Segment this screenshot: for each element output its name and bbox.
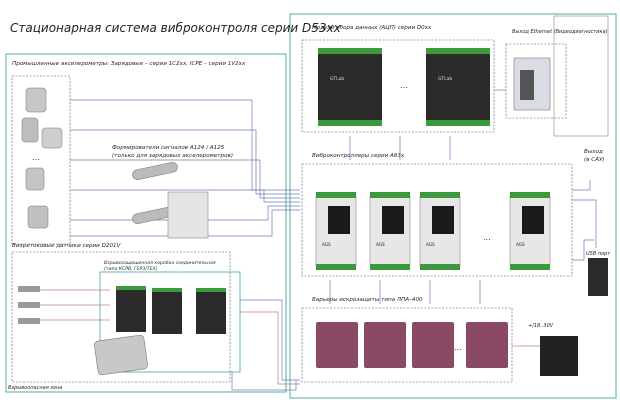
- accelerometer-2: [21, 117, 39, 143]
- accelerometer-3: [41, 127, 63, 149]
- accelerometer-1: [25, 87, 47, 113]
- ethernet-out-label: Выход Ethernet (Видеодиагностика): [512, 29, 608, 35]
- ellipsis-barriers: ...: [454, 343, 462, 352]
- adc-modules: GTLab GTLab ...: [318, 48, 490, 126]
- barriers-label: Барьеры искрозащиты типа ЛПА–400: [312, 297, 423, 303]
- signal-conditioners-label: Формирователи сигналов А124 / А125: [112, 145, 225, 151]
- distribution-box: [167, 191, 209, 239]
- power-label: +/18..30V: [528, 323, 554, 329]
- diagram-title: Стационарная система виброконтроля серии…: [10, 21, 341, 35]
- proximitor-modules: [116, 286, 226, 334]
- barriers: ...: [316, 322, 508, 368]
- controller-tag-3: AGS: [426, 242, 435, 247]
- adc-brand-2: GTLab: [438, 76, 452, 82]
- junction-zone-frame: [99, 271, 241, 373]
- controller-tag-2: AGS: [376, 242, 385, 247]
- adc-modules-label: Модули сбора данных (АЦП) серии D0хх: [312, 25, 432, 31]
- vibration-controllers: AGS AGS AGS AGS ...: [315, 192, 551, 270]
- controller-tag-4: AGS: [516, 242, 525, 247]
- eddy-current-probes: [18, 286, 148, 376]
- signal-conditioners: [132, 162, 209, 239]
- eddy-current-label: Вихретоковые датчики серии D201V: [12, 243, 121, 249]
- adc-brand-1: GTLab: [330, 76, 344, 82]
- explosion-zone-label: Взрывоопасная зона: [8, 385, 63, 391]
- ellipsis-adc: ...: [400, 81, 408, 90]
- accelerometer-sensors: ...: [21, 87, 63, 229]
- output-label: Выход: [584, 149, 603, 155]
- junction-box-label: Взрывозащищенная коробка соединительная: [104, 261, 216, 266]
- junction-box-note: (типа КСРВ, ГЕРЗ/ТЕХ): [104, 267, 158, 272]
- controllers-label: Виброконтроллеры серии А63х: [312, 153, 405, 159]
- ethernet-switch: [513, 15, 609, 137]
- hazard-zone-frame: [5, 53, 287, 393]
- cables: [40, 89, 597, 391]
- usb-module: [588, 258, 608, 296]
- ellipsis-controllers: ...: [483, 233, 491, 242]
- accelerometer-4: [25, 167, 45, 191]
- accelerometer-5: [27, 205, 49, 229]
- signal-conditioners-note: (только для зарядовых акселерометров): [112, 153, 233, 159]
- usb-label: USB порт: [586, 251, 611, 257]
- output-note: (в САУ): [584, 157, 605, 163]
- ellipsis-accelerometers: ...: [32, 153, 40, 162]
- controller-tag-1: AGS: [322, 242, 331, 247]
- junction-box: [94, 334, 148, 376]
- accelerometers-label: Промышленные акселерометры: Зарядовые – …: [12, 61, 246, 67]
- power-supply: [540, 336, 578, 376]
